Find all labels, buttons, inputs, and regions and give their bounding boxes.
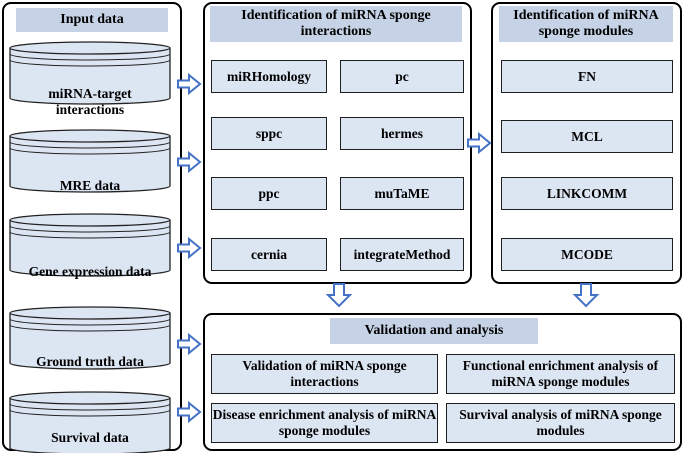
module-mcl: MCL: [501, 120, 673, 153]
input-item-mre: MRE data: [59, 178, 121, 193]
validation-interactions: Validation of miRNA sponge interactions: [211, 354, 438, 394]
module-mcode: MCODE: [501, 238, 673, 271]
method-cernia: cernia: [211, 238, 327, 271]
input-item-survival: Survival data: [51, 430, 129, 445]
arrow-right-icon: [177, 238, 201, 258]
arrow-right-icon: [177, 152, 201, 172]
arrow-right-icon: [177, 334, 201, 354]
functional-enrichment: Functional enrichment analysis of miRNA …: [446, 354, 675, 394]
module-fn: FN: [501, 60, 673, 93]
survival-analysis: Survival analysis of miRNA sponge module…: [446, 403, 675, 443]
module-linkcomm: LINKCOMM: [501, 177, 673, 210]
method-pc: pc: [340, 60, 464, 93]
method-ppc: ppc: [211, 177, 327, 210]
arrow-right-icon: [177, 402, 201, 422]
arrow-right-icon: [467, 133, 491, 153]
input-item-ground-truth: Ground truth data: [36, 354, 144, 369]
method-mutame: muTaME: [340, 177, 464, 210]
method-integratemethod: integrateMethod: [340, 238, 464, 271]
validation-header: Validation and analysis: [330, 318, 538, 344]
method-hermes: hermes: [340, 117, 464, 150]
arrow-down-icon: [327, 283, 351, 307]
modules-header: Identification of miRNA sponge modules: [499, 6, 673, 42]
arrow-right-icon: [177, 74, 201, 94]
disease-enrichment: Disease enrichment analysis of miRNA spo…: [211, 403, 438, 443]
method-mirhomology: miRHomology: [211, 60, 327, 93]
method-sppc: sppc: [211, 117, 327, 150]
arrow-down-icon: [574, 283, 598, 307]
input-item-gene-expression: Gene expression data: [28, 264, 152, 279]
interactions-header: Identification of miRNA sponge interacti…: [210, 6, 462, 42]
input-item-mirna-target: miRNA-target interactions: [48, 86, 132, 117]
input-data-header: Input data: [16, 8, 168, 32]
